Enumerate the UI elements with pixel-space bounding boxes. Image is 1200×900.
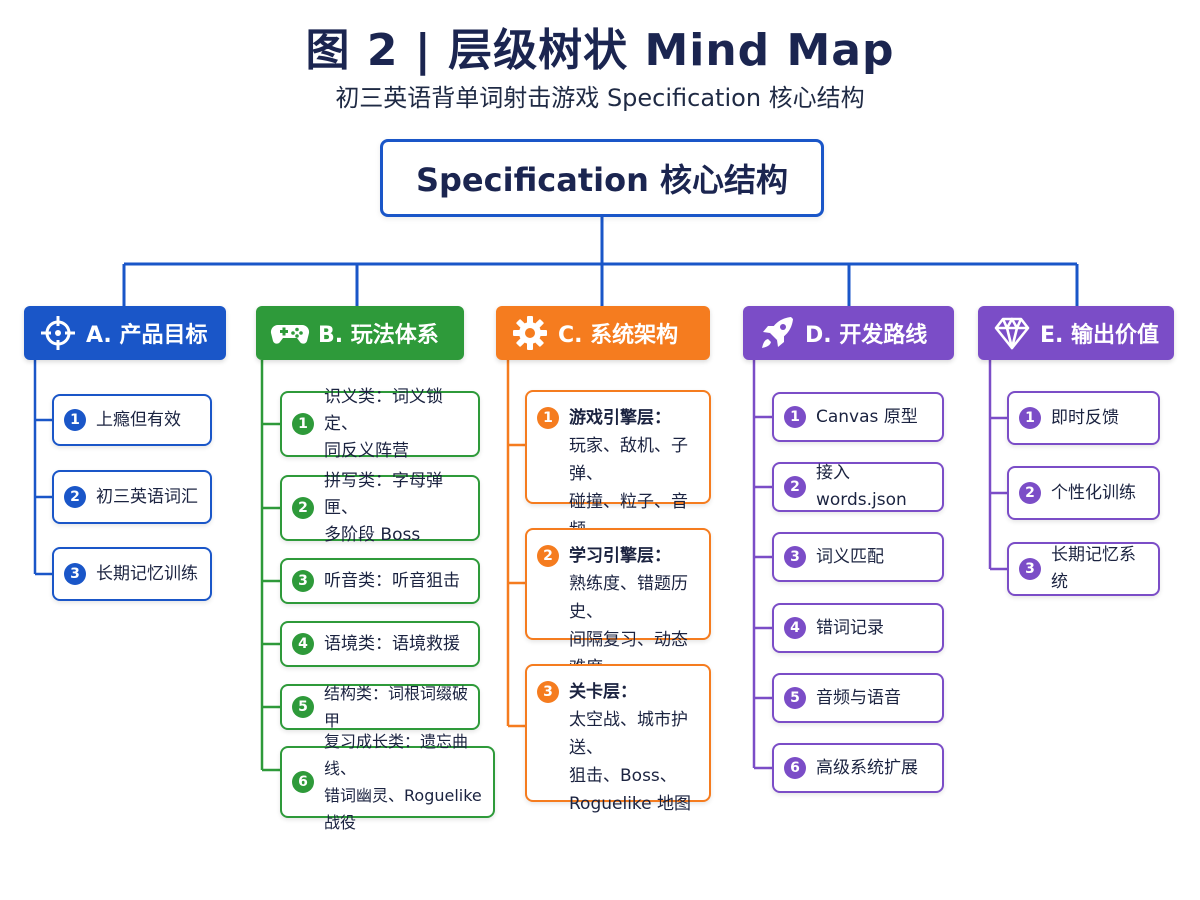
number-badge: 2	[1019, 482, 1041, 504]
crosshair-icon	[38, 313, 78, 353]
node-text: 即时反馈	[1051, 407, 1119, 428]
number-badge: 4	[784, 617, 806, 639]
category-c-header: C. 系统架构	[496, 306, 710, 360]
node-b-5: 5 结构类：词根词缀破甲	[280, 684, 480, 730]
number-badge: 5	[784, 687, 806, 709]
node-text: 接入 words.json	[816, 463, 907, 510]
number-badge: 5	[292, 696, 314, 718]
node-d-1: 1 Canvas 原型	[772, 392, 944, 442]
category-b-label: B. 玩法体系	[318, 323, 439, 348]
number-badge: 3	[784, 546, 806, 568]
node-d-6: 6 高级系统扩展	[772, 743, 944, 793]
number-badge: 1	[537, 407, 559, 429]
number-badge: 1	[784, 406, 806, 428]
node-text: 个性化训练	[1051, 482, 1136, 503]
node-a-1: 1 上瘾但有效	[52, 394, 212, 446]
category-c-label: C. 系统架构	[558, 323, 679, 348]
rocket-icon	[757, 313, 797, 353]
node-d-2: 2 接入 words.json	[772, 462, 944, 512]
node-b-3: 3 听音类：听音狙击	[280, 558, 480, 604]
root-node: Specification 核心结构	[380, 139, 824, 217]
node-heading: 游戏引擎层：	[569, 408, 671, 428]
number-badge: 3	[1019, 558, 1041, 580]
number-badge: 2	[784, 476, 806, 498]
node-text: 复习成长类：遗忘曲线、 错词幽灵、Roguelike 战役	[324, 732, 482, 832]
category-e-label: E. 输出价值	[1040, 323, 1160, 348]
page-title: 图 2 | 层级树状 Mind Map	[305, 25, 895, 76]
node-e-1: 1 即时反馈	[1007, 391, 1160, 445]
node-text: 高级系统扩展	[816, 757, 918, 778]
diamond-icon	[992, 313, 1032, 353]
number-badge: 2	[292, 497, 314, 519]
number-badge: 3	[292, 570, 314, 592]
node-b-1: 1 识义类：词义锁定、 同反义阵营	[280, 387, 480, 461]
node-b-2: 2 拼写类：字母弹匣、 多阶段 Boss	[280, 471, 480, 545]
category-e-header: E. 输出价值	[978, 306, 1174, 360]
number-badge: 1	[64, 409, 86, 431]
number-badge: 6	[292, 771, 314, 793]
category-d-header: D. 开发路线	[743, 306, 954, 360]
node-text: 拼写类：字母弹匣、 多阶段 Boss	[324, 470, 443, 545]
node-text: 长期记忆系统	[1051, 545, 1136, 592]
number-badge: 4	[292, 633, 314, 655]
node-d-5: 5 音频与语音	[772, 673, 944, 723]
node-text: 太空战、城市护送、 狙击、Boss、 Roguelike 地图	[569, 710, 692, 814]
node-a-2: 2 初三英语词汇	[52, 470, 212, 524]
node-text: 识义类：词义锁定、 同反义阵营	[324, 386, 443, 461]
number-badge: 2	[64, 486, 86, 508]
gear-icon	[510, 313, 550, 353]
node-text: 错词记录	[816, 617, 884, 638]
page-subtitle: 初三英语背单词射击游戏 Specification 核心结构	[335, 84, 865, 112]
node-e-3: 3 长期记忆系统	[1007, 542, 1160, 596]
category-d-label: D. 开发路线	[805, 323, 928, 348]
node-heading: 关卡层：	[569, 682, 637, 702]
node-text: 长期记忆训练	[96, 563, 198, 584]
node-text: 语境类：语境救援	[324, 633, 460, 654]
category-a-header: A. 产品目标	[24, 306, 226, 360]
number-badge: 3	[537, 681, 559, 703]
node-text: 音频与语音	[816, 687, 901, 708]
node-b-4: 4 语境类：语境救援	[280, 621, 480, 667]
number-badge: 1	[1019, 407, 1041, 429]
number-badge: 6	[784, 757, 806, 779]
node-a-3: 3 长期记忆训练	[52, 547, 212, 601]
node-b-6: 6 复习成长类：遗忘曲线、 错词幽灵、Roguelike 战役	[280, 732, 495, 832]
category-a-label: A. 产品目标	[86, 323, 208, 348]
number-badge: 1	[292, 413, 314, 435]
number-badge: 2	[537, 545, 559, 567]
gamepad-icon	[270, 313, 310, 353]
node-text: 玩家、敌机、子弹、 碰撞、粒子、音频	[569, 436, 688, 540]
node-c-1: 1 游戏引擎层： 玩家、敌机、子弹、 碰撞、粒子、音频	[525, 390, 711, 540]
node-c-2: 2 学习引擎层： 熟练度、错题历史、 间隔复习、动态难度	[525, 528, 711, 678]
number-badge: 3	[64, 563, 86, 585]
node-c-3: 3 关卡层： 太空战、城市护送、 狙击、Boss、 Roguelike 地图	[525, 664, 711, 814]
root-label: Specification 核心结构	[415, 161, 789, 199]
node-heading: 学习引擎层：	[569, 546, 671, 566]
node-text: 结构类：词根词缀破甲	[324, 684, 469, 730]
node-d-3: 3 词义匹配	[772, 532, 944, 582]
node-text: Canvas 原型	[816, 406, 918, 427]
node-e-2: 2 个性化训练	[1007, 466, 1160, 520]
node-text: 听音类：听音狙击	[324, 570, 460, 591]
node-text: 上瘾但有效	[96, 409, 181, 430]
node-text: 词义匹配	[816, 546, 884, 567]
category-b-header: B. 玩法体系	[256, 306, 464, 360]
node-d-4: 4 错词记录	[772, 603, 944, 653]
node-text: 初三英语词汇	[96, 486, 198, 507]
